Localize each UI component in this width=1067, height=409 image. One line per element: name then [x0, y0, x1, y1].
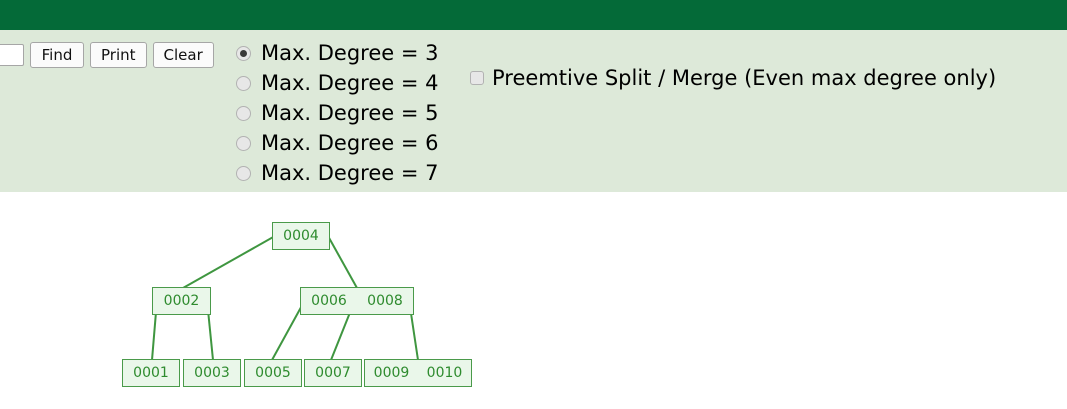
radio-icon[interactable] [236, 75, 251, 91]
radio-label: Max. Degree = 3 [261, 41, 439, 65]
btree-node-internal-left[interactable]: 0002 [152, 287, 211, 315]
radio-label: Max. Degree = 5 [261, 101, 439, 125]
node-key: 0009 [373, 365, 410, 381]
btree-visualization-canvas[interactable]: 0004 0002 0006 0008 0001 0003 0005 0007 … [0, 192, 1067, 409]
radio-option-degree-7[interactable]: Max. Degree = 7 [236, 158, 439, 188]
edge-root-to-0002 [182, 235, 276, 289]
radio-option-degree-6[interactable]: Max. Degree = 6 [236, 128, 439, 158]
node-key: 0004 [283, 228, 319, 244]
node-key: 0003 [194, 365, 230, 381]
btree-leaf-4[interactable]: 0007 [304, 359, 362, 387]
edge-0006-to-0005 [271, 299, 306, 361]
find-button[interactable]: Find [30, 42, 84, 68]
toolbar: Find Print Clear [0, 42, 214, 68]
node-key: 0010 [426, 365, 463, 381]
radio-icon[interactable] [236, 165, 251, 181]
edge-root-to-0006 [327, 235, 358, 289]
btree-leaf-5[interactable]: 0009 0010 [364, 359, 472, 387]
radio-option-degree-4[interactable]: Max. Degree = 4 [236, 68, 439, 98]
node-key: 0005 [255, 365, 291, 381]
btree-leaf-1[interactable]: 0001 [122, 359, 180, 387]
checkbox-label: Preemtive Split / Merge (Even max degree… [492, 66, 997, 90]
radio-label: Max. Degree = 7 [261, 161, 439, 185]
btree-node-root[interactable]: 0004 [272, 222, 330, 250]
node-key: 0007 [315, 365, 351, 381]
checkbox-icon[interactable] [470, 71, 484, 85]
btree-leaf-2[interactable]: 0003 [183, 359, 241, 387]
btree-leaf-3[interactable]: 0005 [244, 359, 302, 387]
search-input[interactable] [0, 44, 24, 66]
radio-label: Max. Degree = 4 [261, 71, 439, 95]
print-button[interactable]: Print [90, 42, 147, 68]
node-key: 0008 [367, 293, 403, 309]
radio-icon[interactable] [236, 135, 251, 151]
max-degree-radio-group: Max. Degree = 3 Max. Degree = 4 Max. Deg… [236, 38, 439, 188]
controls-panel: Find Print Clear Max. Degree = 3 Max. De… [0, 30, 1067, 192]
radio-icon[interactable] [236, 45, 251, 61]
node-key: 0001 [133, 365, 169, 381]
radio-label: Max. Degree = 6 [261, 131, 439, 155]
radio-option-degree-5[interactable]: Max. Degree = 5 [236, 98, 439, 128]
clear-button[interactable]: Clear [152, 42, 214, 68]
radio-icon[interactable] [236, 105, 251, 121]
node-key: 0002 [163, 293, 200, 309]
node-key: 0006 [311, 293, 347, 309]
preemptive-split-merge-option[interactable]: Preemtive Split / Merge (Even max degree… [470, 66, 996, 90]
radio-option-degree-3[interactable]: Max. Degree = 3 [236, 38, 439, 68]
app-header-bar [0, 0, 1067, 30]
btree-node-internal-right[interactable]: 0006 0008 [300, 287, 414, 315]
